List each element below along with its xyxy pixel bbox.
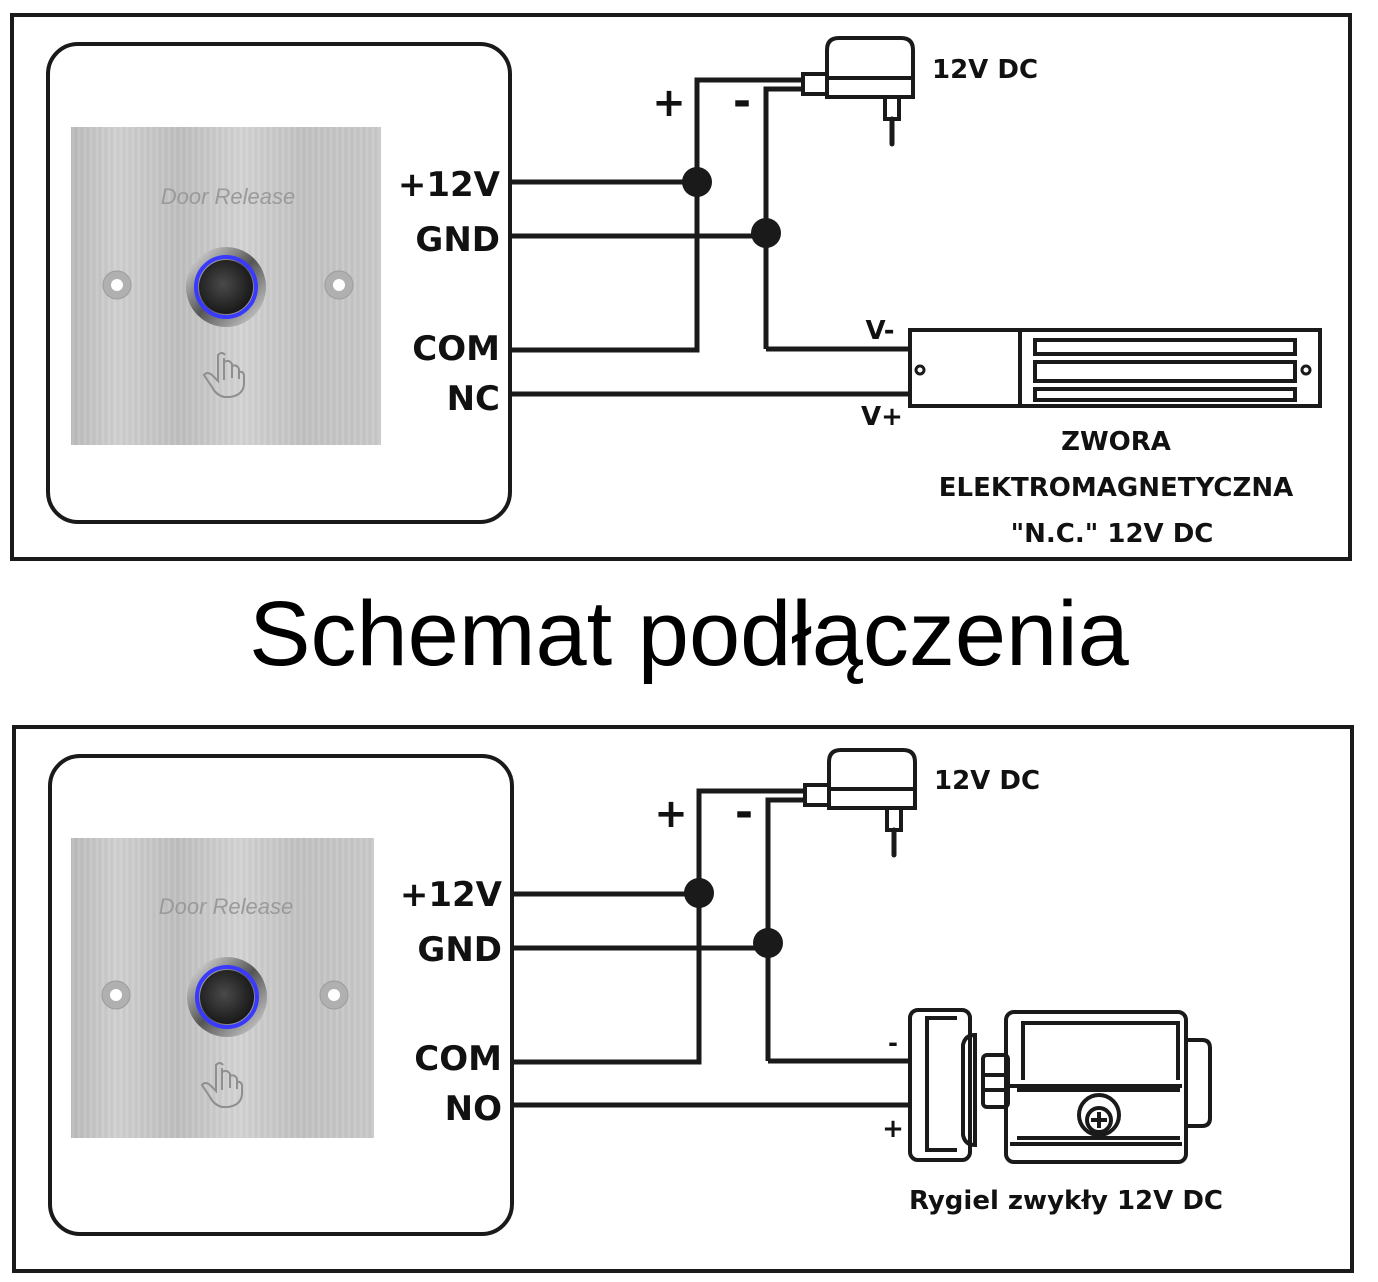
illuminated-push-button[interactable] — [187, 957, 267, 1037]
psu-label: 12V DC — [932, 55, 1038, 85]
hand-pointer-icon — [202, 352, 245, 398]
junction-dot — [682, 167, 712, 197]
panel-nc: Door Release +12V GND COM NC — [10, 13, 1352, 561]
page-title: Schemat podłączenia — [249, 583, 1129, 685]
screw-hole-icon — [319, 980, 349, 1010]
power-adapter-icon — [801, 36, 915, 147]
hand-pointer-icon — [200, 1062, 243, 1108]
pin-label-v-minus: V- — [865, 316, 894, 346]
button-frame — [48, 754, 514, 1236]
terminal-label-gnd: GND — [415, 220, 500, 260]
device-caption-line: ELEKTROMAGNETYCZNA — [939, 473, 1293, 503]
junction-dot — [751, 218, 781, 248]
button-frame — [46, 42, 512, 524]
terminal-label-no: NO — [445, 1089, 502, 1129]
polarity-plus: + — [654, 791, 688, 837]
pin-label-minus: - — [888, 1029, 898, 1057]
terminal-label-12v: +12V — [400, 875, 503, 915]
junction-dot — [753, 928, 783, 958]
junction-dot — [684, 878, 714, 908]
panel-frame — [10, 13, 1352, 561]
plate-text: Door Release — [161, 184, 296, 209]
power-adapter-icon — [803, 748, 917, 858]
illuminated-push-button[interactable] — [186, 247, 266, 327]
screw-hole-icon — [101, 980, 131, 1010]
panel-no: Door Release +12V GND COM NO — [12, 725, 1354, 1273]
polarity-plus: + — [652, 80, 686, 126]
terminal-label-gnd: GND — [417, 930, 502, 970]
terminal-label-nc: NC — [447, 379, 500, 419]
psu-label: 12V DC — [934, 766, 1040, 796]
exit-button-plate: Door Release — [71, 127, 381, 445]
exit-button-plate: Door Release — [71, 838, 374, 1138]
terminal-label-com: COM — [414, 1039, 502, 1079]
pin-label-v-plus: V+ — [861, 402, 903, 432]
device-caption-line: ZWORA — [1061, 427, 1171, 457]
plate-text: Door Release — [159, 894, 294, 919]
screw-hole-icon — [102, 270, 132, 300]
device-caption: Rygiel zwykły 12V DC — [909, 1186, 1223, 1216]
electric-strike-icon — [908, 1008, 1212, 1164]
terminal-label-12v: +12V — [398, 165, 501, 205]
pin-label-plus: + — [882, 1114, 904, 1144]
electromagnetic-lock-icon — [908, 328, 1322, 408]
terminal-label-com: COM — [412, 329, 500, 369]
polarity-minus: - — [733, 76, 751, 127]
panel-frame — [12, 725, 1354, 1273]
wires — [514, 788, 908, 1108]
device-caption-line: "N.C." 12V DC — [1011, 519, 1214, 549]
screw-hole-icon — [324, 270, 354, 300]
wires — [512, 77, 910, 397]
polarity-minus: - — [735, 787, 753, 838]
